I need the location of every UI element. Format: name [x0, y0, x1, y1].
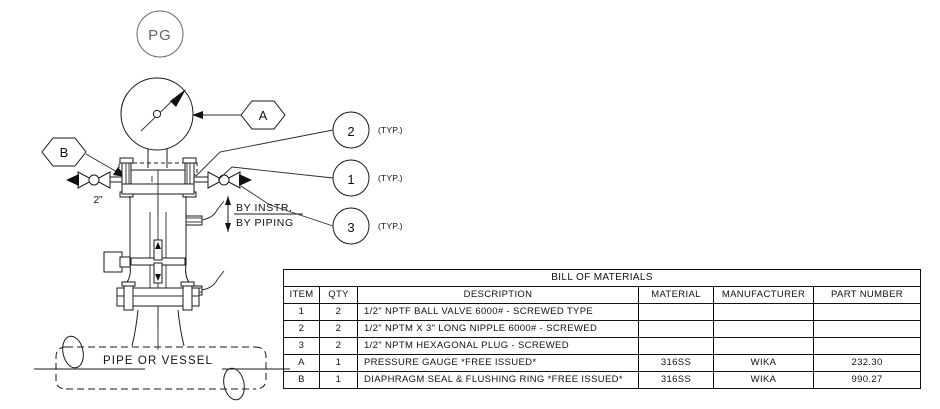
- process-flange-nozzle: [116, 281, 200, 350]
- by-instr-label: BY INSTR.: [236, 202, 293, 214]
- bom-cell-description: PRESSURE GAUGE *FREE ISSUED*: [357, 354, 639, 372]
- bom-cell-part-number: 232.30: [812, 354, 922, 372]
- bom-cell-qty: 2: [319, 320, 358, 338]
- balloon-item-3: 3 (TYP.): [240, 185, 403, 245]
- bom-cell-manufacturer: WIKA: [713, 371, 814, 389]
- right-ball-valve-branch: [194, 171, 252, 189]
- break-hatch-left: [62, 335, 245, 401]
- balloon-item-2: 2 (TYP.): [195, 111, 403, 177]
- bom-cell-item: B: [283, 371, 320, 389]
- bom-col-item: ITEM: [283, 286, 320, 304]
- bom-header-row: ITEM QTY DESCRIPTION MATERIAL MANUFACTUR…: [283, 286, 922, 304]
- hex-tag-a-label: A: [259, 108, 268, 123]
- bom-cell-item: 3: [283, 337, 320, 355]
- left-ball-valve-branch: 2": [66, 171, 122, 206]
- bom-cell-qty: 2: [319, 337, 358, 355]
- bom-cell-part-number: 990.27: [812, 371, 922, 389]
- bom-cell-manufacturer: [713, 320, 814, 338]
- bom-cell-material: [638, 303, 714, 321]
- hex-tag-b: B: [41, 137, 126, 177]
- balloon-3-number: 3: [347, 220, 354, 235]
- bom-cell-item: 2: [283, 320, 320, 338]
- balloon-2-typ-note: (TYP.): [378, 125, 403, 135]
- bom-title-row: BILL OF MATERIALS: [282, 269, 922, 287]
- bom-cell-material: 316SS: [638, 371, 714, 389]
- pipe-or-vessel-label: PIPE OR VESSEL: [103, 355, 213, 367]
- balloon-2-number: 2: [347, 124, 354, 139]
- balloon-item-1: 1 (TYP.): [217, 159, 403, 197]
- bom-cell-description: 1/2" NPTM X 3" LONG NIPPLE 6000# - SCREW…: [357, 320, 639, 338]
- bom-cell-material: [638, 337, 714, 355]
- pg-bubble-label: PG: [148, 27, 172, 44]
- bom-cell-part-number: [812, 320, 922, 338]
- bom-cell-item: 1: [283, 303, 320, 321]
- bom-cell-part-number: [812, 303, 922, 321]
- bom-cell-item: A: [283, 354, 320, 372]
- bom-cell-qty: 1: [319, 354, 358, 372]
- bom-cell-qty: 2: [319, 303, 358, 321]
- bom-cell-manufacturer: [713, 337, 814, 355]
- bom-cell-manufacturer: [713, 303, 814, 321]
- balloon-3-typ-note: (TYP.): [378, 221, 403, 231]
- pg-instrument-bubble: PG: [136, 10, 184, 58]
- bom-col-description: DESCRIPTION: [357, 286, 639, 304]
- by-piping-label: BY PIPING: [236, 217, 294, 229]
- scope-boundary-note: BY INSTR. BY PIPING: [225, 196, 303, 232]
- balloon-1-typ-note: (TYP.): [378, 173, 403, 183]
- balloon-1-number: 1: [347, 172, 354, 187]
- bom-cell-manufacturer: WIKA: [713, 354, 814, 372]
- bom-title: BILL OF MATERIALS: [282, 269, 922, 287]
- dimension-2in-label: 2": [93, 195, 103, 206]
- hex-tag-a: A: [192, 100, 286, 130]
- bom-col-manufacturer: MANUFACTURER: [713, 286, 814, 304]
- bill-of-materials-table: BILL OF MATERIALS ITEM QTY DESCRIPTION M…: [282, 269, 922, 389]
- pipe-or-vessel: PIPE OR VESSEL: [34, 335, 290, 401]
- diaphragm-seal-body: [103, 196, 225, 330]
- flushing-ring-assembly: [118, 157, 198, 215]
- bom-col-qty: QTY: [319, 286, 358, 304]
- bom-cell-material: 316SS: [638, 354, 714, 372]
- hex-tag-b-label: B: [60, 145, 69, 160]
- bom-col-material: MATERIAL: [638, 286, 714, 304]
- bom-cell-material: [638, 320, 714, 338]
- bom-cell-qty: 1: [319, 371, 358, 389]
- bom-cell-description: DIAPHRAGM SEAL & FLUSHING RING *FREE ISS…: [357, 371, 639, 389]
- pressure-gauge: [120, 77, 194, 168]
- bom-col-part-number: PART NUMBER: [812, 286, 922, 304]
- bom-cell-description: 1/2" NPTF BALL VALVE 6000# - SCREWED TYP…: [357, 303, 639, 321]
- bom-cell-part-number: [812, 337, 922, 355]
- bom-cell-description: 1/2" NPTM HEXAGONAL PLUG - SCREWED: [357, 337, 639, 355]
